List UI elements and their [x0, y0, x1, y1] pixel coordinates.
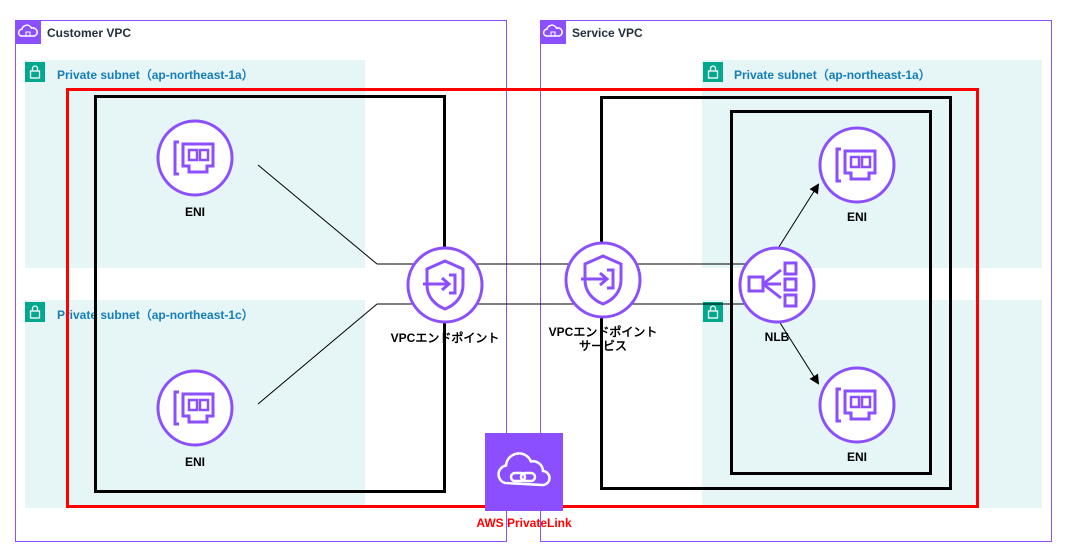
lock-icon: [703, 302, 723, 322]
eni-icon: [818, 126, 896, 204]
vpc-endpoint-service-label: VPCエンドポイント サービス: [543, 325, 663, 353]
service-subnet-1a-label: Private subnet（ap-northeast-1a）: [734, 68, 931, 82]
service-vpc-group: [540, 20, 1052, 542]
nlb-label: NLB: [764, 330, 790, 344]
privatelink-label: AWS PrivateLink: [476, 516, 572, 530]
customer-subnet-1a-label: Private subnet（ap-northeast-1a）: [57, 68, 254, 82]
customer-eni-top-label: ENI: [184, 205, 205, 219]
eni-icon: [156, 369, 234, 447]
lock-icon: [25, 302, 45, 322]
privatelink-icon: [485, 433, 563, 511]
eni-icon: [818, 366, 896, 444]
vpc-endpoint-icon: [406, 246, 484, 324]
customer-vpc-group: [15, 20, 507, 542]
vpc-cloud-icon: [15, 20, 41, 44]
vpc-cloud-icon: [540, 20, 566, 44]
service-vpc-label: Service VPC: [572, 26, 643, 40]
vpc-endpoint-service-label-line1: VPCエンドポイント: [548, 325, 658, 339]
vpc-endpoint-service-label-line2: サービス: [578, 339, 627, 353]
eni-icon: [156, 119, 234, 197]
lock-icon: [25, 62, 45, 82]
eni-top-to-endpoint-line: [257, 164, 378, 265]
service-eni-bottom-label: ENI: [846, 450, 867, 464]
vpc-endpoint-service-icon: [564, 241, 642, 319]
eni-bottom-to-endpoint-line: [257, 303, 378, 405]
nlb-icon: [738, 246, 816, 324]
vpc-endpoint-label: VPCエンドポイント: [390, 331, 500, 345]
nlb-target-group: [730, 110, 932, 475]
customer-subnet-1c-label: Private subnet（ap-northeast-1c）: [57, 308, 254, 322]
lock-icon: [703, 62, 723, 82]
nlb-to-eni-bottom-arrow: [776, 317, 820, 385]
service-eni-top-label: ENI: [846, 210, 867, 224]
customer-eni-bottom-label: ENI: [184, 455, 205, 469]
customer-vpc-label: Customer VPC: [47, 26, 132, 40]
nlb-to-eni-top-arrow: [776, 183, 820, 251]
